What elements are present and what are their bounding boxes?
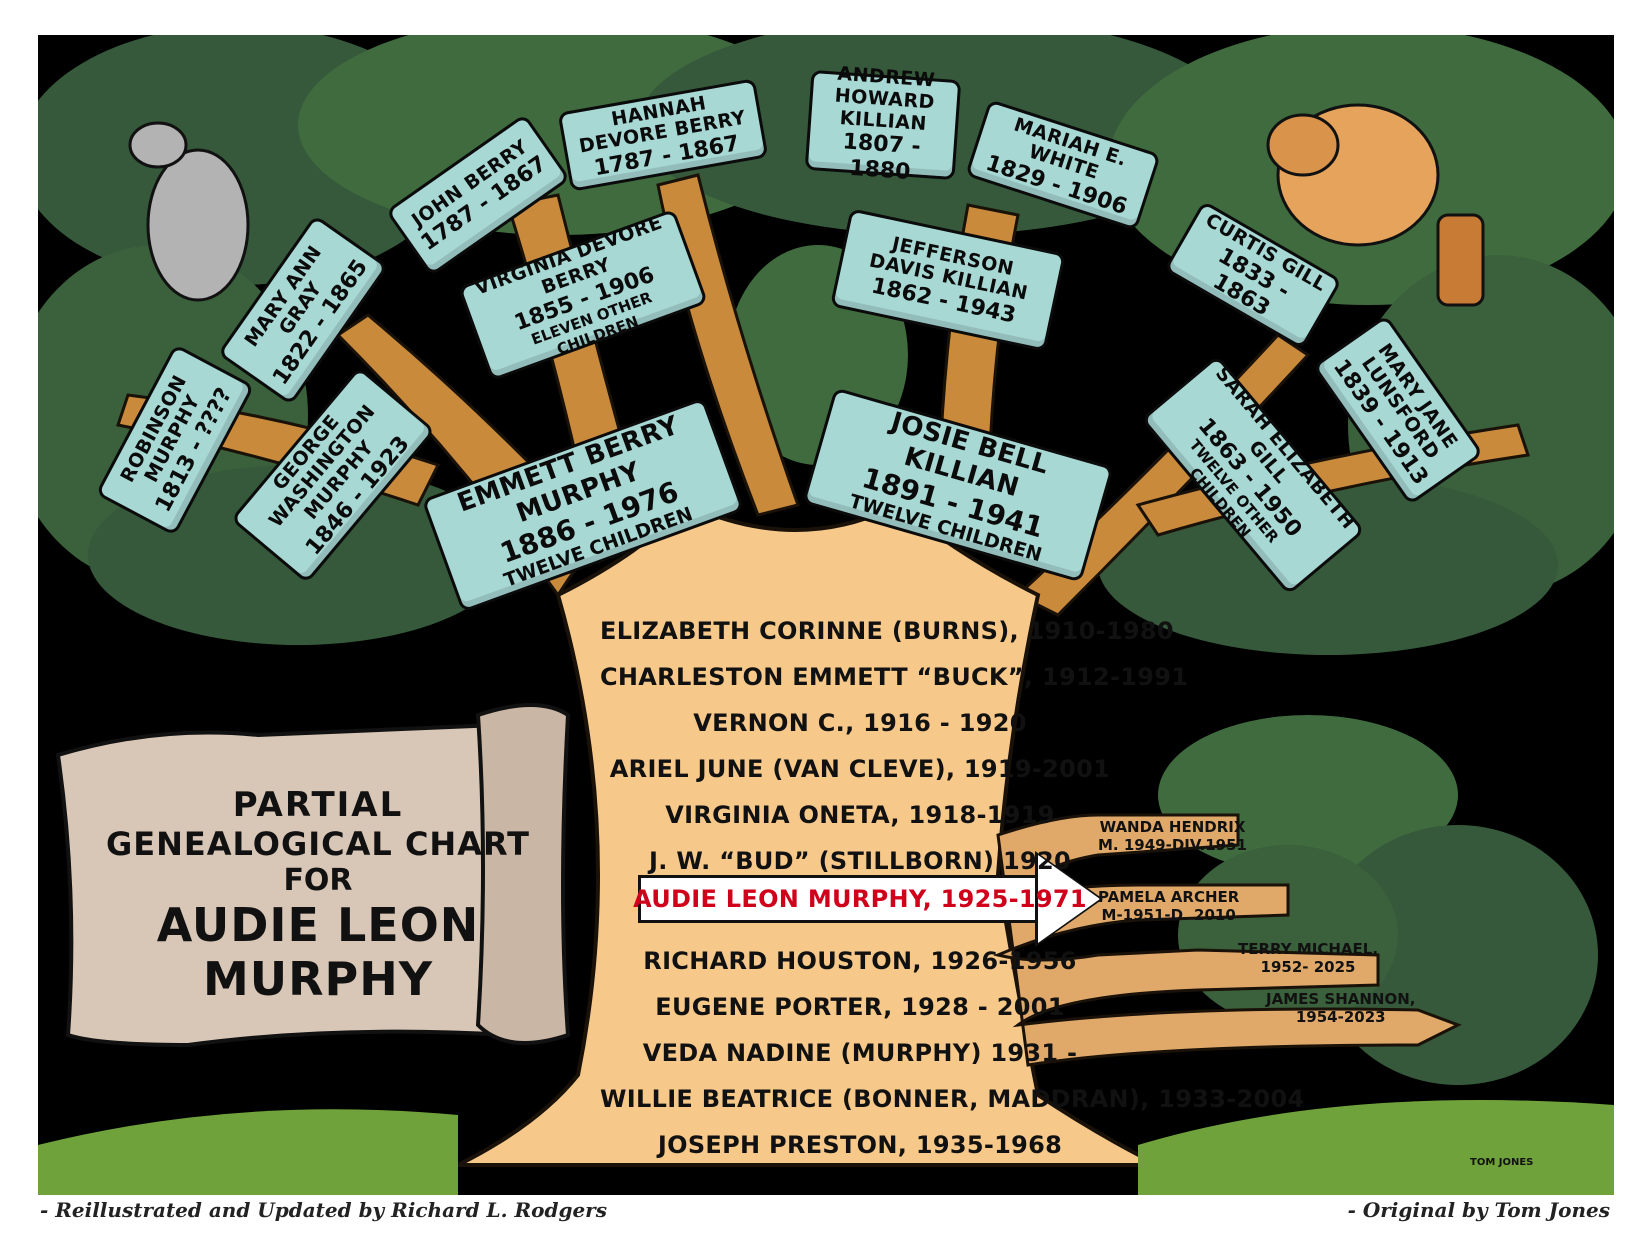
child-entry-audie: Audie Leon Murphy, 1925-1971: [633, 885, 1087, 913]
son-entry: James Shannon, 1954-2023: [1266, 990, 1415, 1026]
audie-highlight-box: [638, 875, 1042, 923]
chart-title: Partial Genealogical Chart For Audie Leo…: [78, 785, 558, 1006]
child-entry: Joseph Preston, 1935-1968: [657, 1131, 1063, 1159]
ancestor-name: Andrew Howard Killian: [834, 62, 936, 135]
banner-andrew-howard-killian: Andrew Howard Killian 1807 - 1880: [804, 63, 962, 185]
child-entry: Ariel June (Van Cleve), 1919-2001: [609, 755, 1111, 783]
spouse-entry: Pamela Archer M-1951-D. 2010: [1098, 888, 1239, 924]
ancestor-dates: 1807 - 1880: [841, 129, 922, 185]
child-entry: Richard Houston, 1926-1956: [643, 947, 1077, 975]
child-entry: Elizabeth Corinne (Burns), 1910-1980: [600, 617, 1174, 645]
child-entry: J. W. “Bud” (stillborn) 1920: [649, 847, 1071, 875]
credit-right: - Original by Tom Jones: [1347, 1198, 1610, 1222]
son-entry: Terry Michael, 1952- 2025: [1238, 940, 1378, 976]
title-line-2: Genealogical Chart: [106, 825, 530, 863]
son-name: Terry Michael,: [1238, 940, 1379, 958]
spouse-entry: Wanda Hendrix M. 1949-Div.1951: [1098, 818, 1247, 854]
grass-left: [38, 1109, 458, 1195]
spouse-dates: M-1951-D. 2010: [1101, 906, 1236, 924]
child-entry: Vernon C., 1916 - 1920: [693, 709, 1027, 737]
child-entry: Eugene Porter, 1928 - 2001: [655, 993, 1065, 1021]
title-line-4: Audie Leon Murphy: [156, 898, 480, 1006]
credit-left: - Reillustrated and Updated by Richard L…: [40, 1198, 607, 1222]
son-name: James Shannon,: [1266, 990, 1416, 1008]
child-entry: Willie Beatrice (Bonner, Maddran), 1933-…: [600, 1085, 1305, 1113]
grass-right: [1138, 1100, 1614, 1195]
spouse-name: Pamela Archer: [1098, 888, 1240, 906]
title-line-1: Partial: [232, 785, 404, 825]
title-scroll: [55, 703, 571, 1048]
artist-signature: Tom Jones: [1470, 1157, 1534, 1168]
children-list: Elizabeth Corinne (Burns), 1910-1980 Cha…: [600, 617, 1305, 1177]
raccoon-icon: [1266, 103, 1485, 307]
audie-arrow-icon: [1038, 855, 1100, 943]
spouse-name: Wanda Hendrix: [1099, 818, 1246, 836]
son-dates: 1954-2023: [1295, 1008, 1386, 1026]
squirrel-icon: [128, 121, 250, 302]
family-tree-illustration: Robinson Murphy 1813 - ???? Mary Ann Gra…: [38, 35, 1614, 1195]
child-entry: Veda Nadine (Murphy) 1931 -: [642, 1039, 1078, 1067]
child-entry: Virginia Oneta, 1918-1919: [665, 801, 1055, 829]
spouse-dates: M. 1949-Div.1951: [1098, 836, 1247, 854]
title-line-3: For: [283, 863, 353, 898]
child-entry: Charleston Emmett “Buck”, 1912-1991: [600, 663, 1189, 691]
son-dates: 1952- 2025: [1260, 958, 1356, 976]
